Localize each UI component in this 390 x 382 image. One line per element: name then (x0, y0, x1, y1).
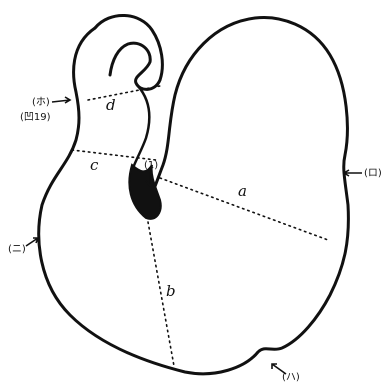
hilum-notch (129, 165, 160, 219)
marker-left-upper-sub: (凹19) (20, 112, 51, 123)
label-a: a (238, 182, 247, 200)
marker-left-upper: (ホ) (32, 96, 50, 108)
arrow-left-upper (52, 97, 70, 103)
label-c: c (90, 156, 99, 174)
arrow-left-lower (26, 238, 38, 246)
label-d: d (106, 96, 116, 114)
marker-inner-notch: (1) (144, 160, 158, 171)
marker-left-lower: (ニ) (8, 244, 26, 255)
outer-contour (39, 17, 349, 373)
marker-right-side: (ロ) (364, 168, 382, 179)
measure-line-c (72, 150, 156, 160)
arrow-bottom-right (272, 364, 286, 374)
arrow-right-side (344, 170, 362, 176)
upper-lobe (95, 15, 162, 89)
label-b: b (166, 282, 176, 300)
measure-line-d (88, 86, 160, 100)
